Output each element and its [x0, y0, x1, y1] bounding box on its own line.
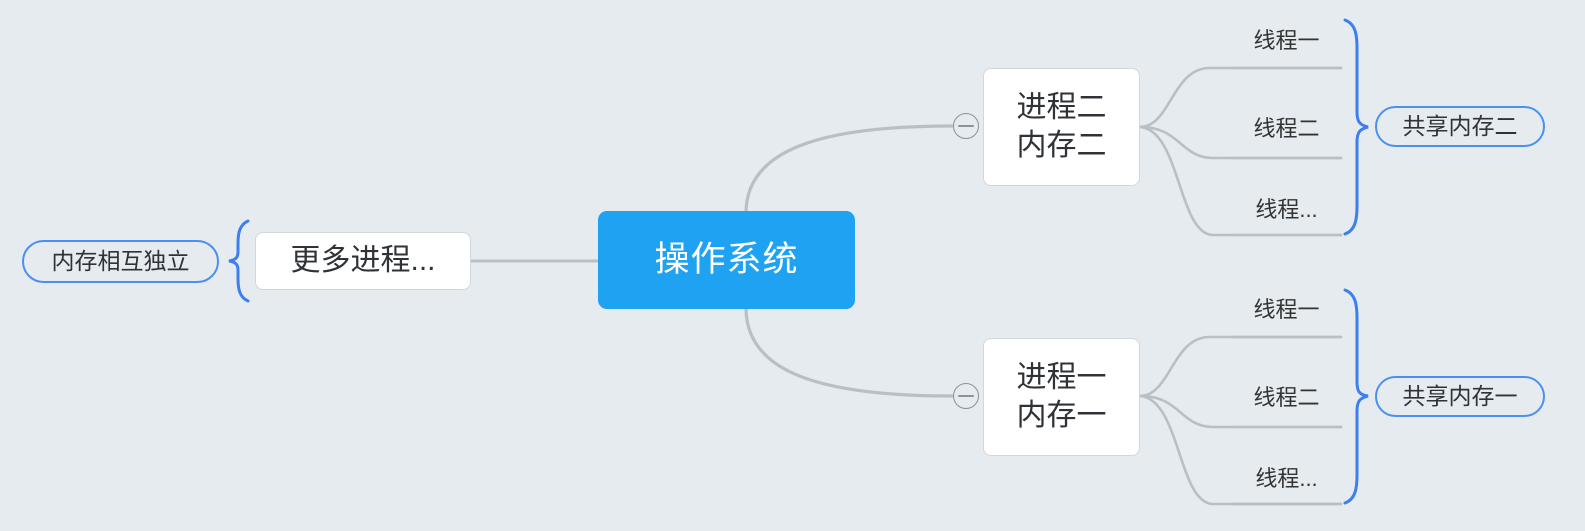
leaf-process-one-thread-3[interactable]: 线程...: [1232, 468, 1341, 490]
leaf-label: 线程二: [1253, 116, 1320, 141]
leaf-label: 线程一: [1253, 28, 1320, 53]
node-more-processes[interactable]: 更多进程...: [255, 232, 471, 290]
wire-root-to-process-one: [744, 306, 954, 398]
leaf-process-one-thread-2[interactable]: 线程二: [1232, 387, 1341, 409]
minus-circle-icon-process-two[interactable]: [953, 113, 979, 139]
leaf-label: 线程...: [1255, 466, 1318, 491]
node-more-processes-label: 更多进程...: [290, 243, 436, 277]
leaf-process-one-thread-1[interactable]: 线程一: [1232, 299, 1341, 321]
minus-circle-icon-process-one[interactable]: [953, 383, 979, 409]
node-process-two-label: 进程二 内存二: [1016, 90, 1107, 162]
leaf-process-two-thread-1[interactable]: 线程一: [1232, 30, 1341, 52]
wire-root-to-process-two: [744, 124, 954, 215]
node-process-one-label: 进程一 内存一: [1016, 360, 1107, 432]
summary-shared-memory-two-label: 共享内存二: [1402, 112, 1518, 139]
summary-memory-independent-label: 内存相互独立: [51, 247, 190, 274]
summary-shared-memory-two[interactable]: 共享内存二: [1375, 106, 1545, 147]
brace-shared-memory-one: [1343, 288, 1369, 505]
summary-shared-memory-one[interactable]: 共享内存一: [1375, 376, 1545, 417]
leaf-label: 线程一: [1253, 297, 1320, 322]
summary-shared-memory-one-label: 共享内存一: [1402, 382, 1518, 409]
brace-memory-independent: [228, 219, 250, 303]
root-node-label: 操作系统: [654, 240, 799, 279]
root-node-operating-system[interactable]: 操作系统: [598, 211, 855, 309]
brace-shared-memory-two: [1343, 18, 1369, 236]
node-process-one[interactable]: 进程一 内存一: [983, 338, 1140, 456]
leaf-label: 线程...: [1255, 197, 1318, 222]
leaf-process-two-thread-2[interactable]: 线程二: [1232, 118, 1341, 140]
leaf-label: 线程二: [1253, 385, 1320, 410]
summary-memory-independent[interactable]: 内存相互独立: [22, 240, 219, 283]
leaf-process-two-thread-3[interactable]: 线程...: [1232, 199, 1341, 221]
node-process-two[interactable]: 进程二 内存二: [983, 68, 1140, 186]
